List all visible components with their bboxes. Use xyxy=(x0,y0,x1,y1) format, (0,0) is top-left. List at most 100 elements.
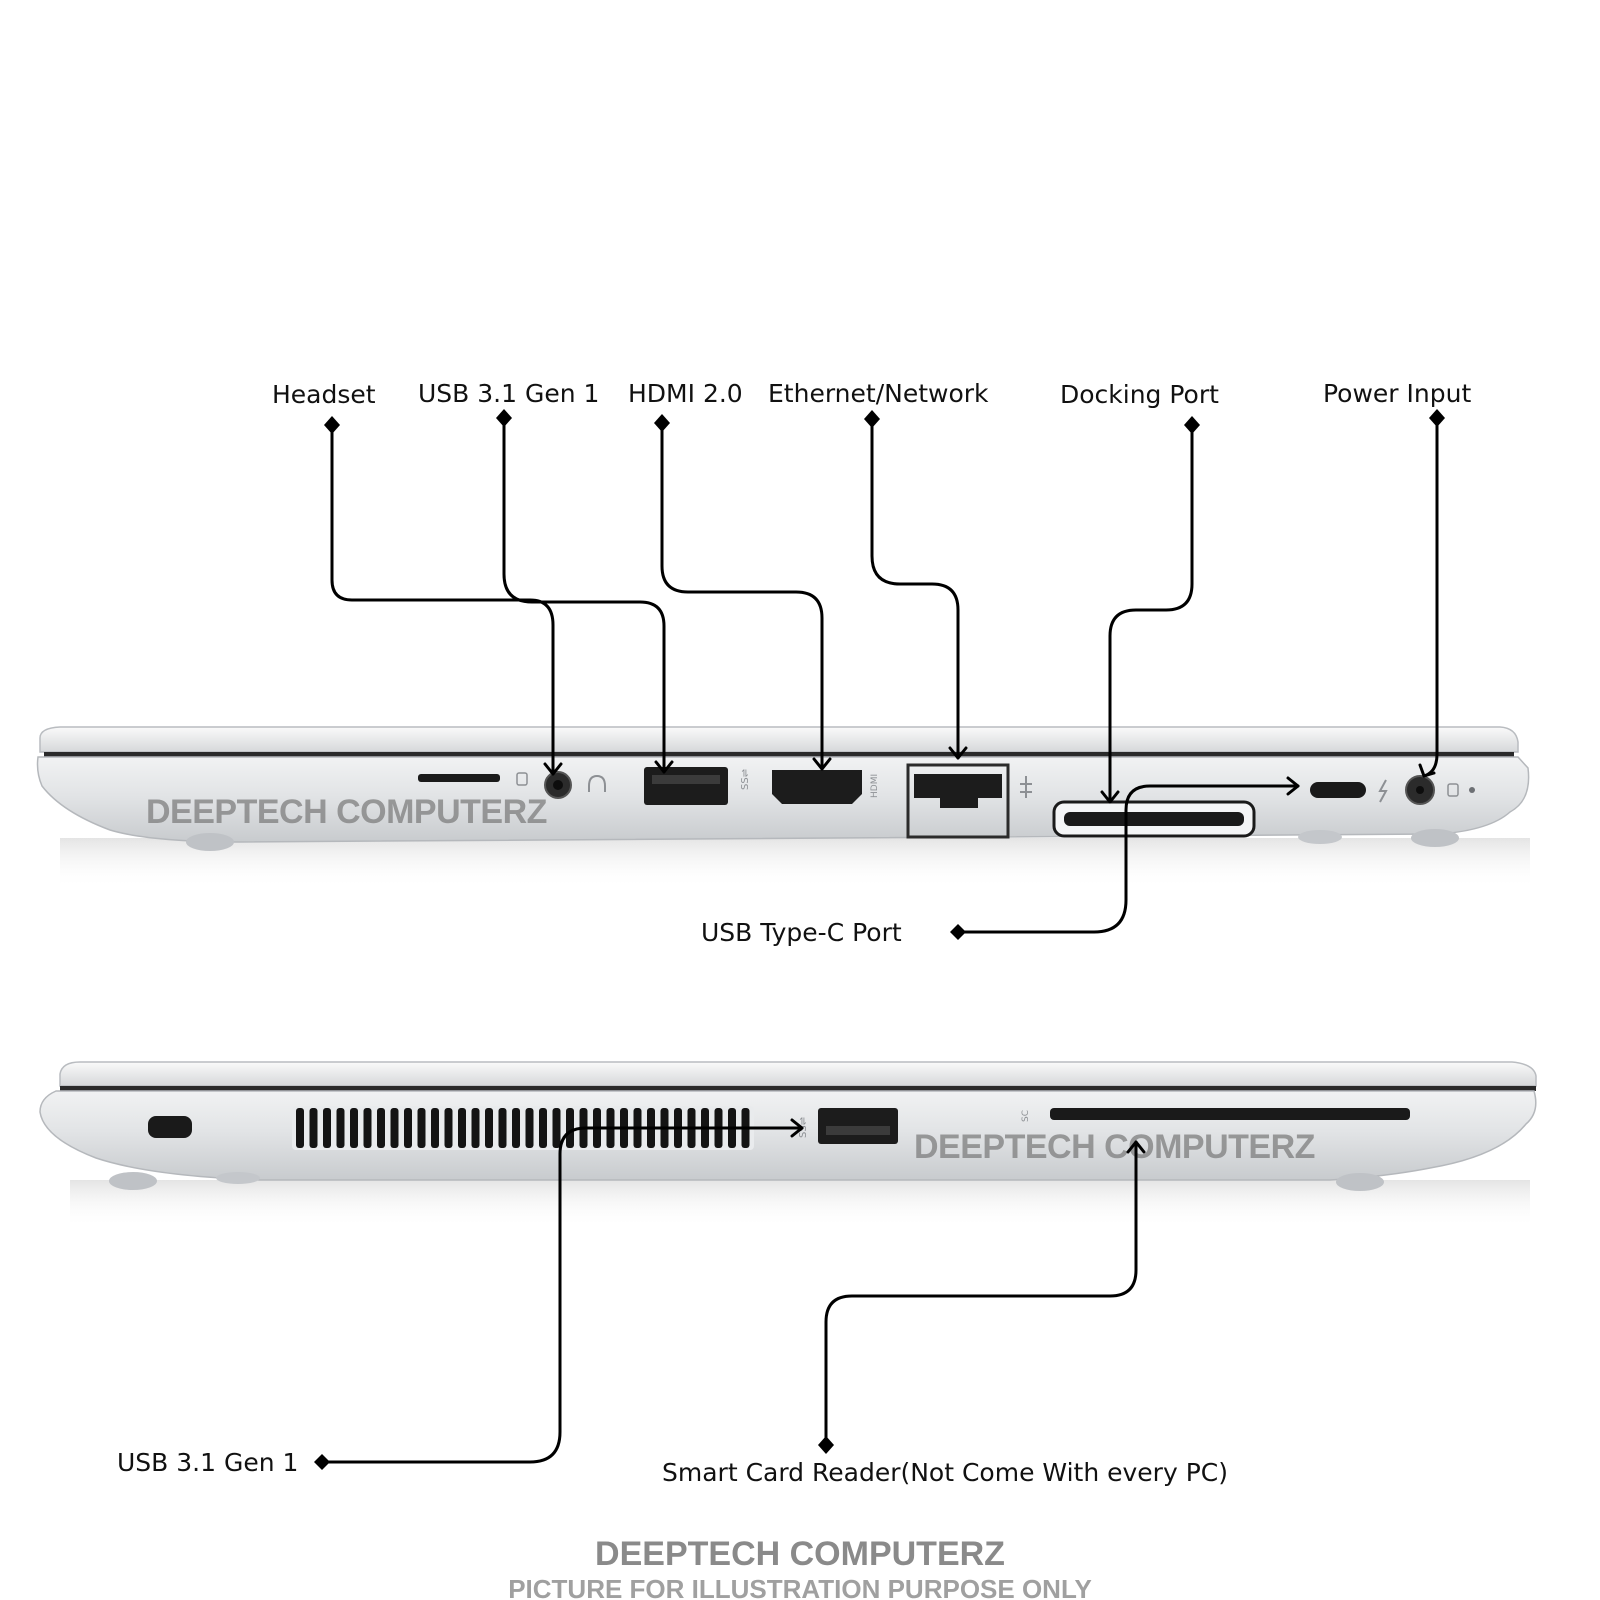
callout-labels: Headset USB 3.1 Gen 1 HDMI 2.0 Ethernet/… xyxy=(117,379,1471,1487)
leader-ethernet-arrowhead xyxy=(948,746,968,760)
label-hdmi: HDMI 2.0 xyxy=(628,379,743,408)
power-led xyxy=(1469,787,1475,793)
watermark-right: DEEPTECH COMPUTERZ xyxy=(146,793,547,831)
leader-headset-diamond xyxy=(324,416,340,434)
vent-grille xyxy=(292,1106,754,1150)
leader-usb-a-right-diamond xyxy=(496,409,512,427)
leader-smart-card-arrowhead xyxy=(1126,1140,1146,1154)
leader-usb-a-left-arrowhead xyxy=(790,1118,804,1138)
security-lock-slot xyxy=(148,1116,192,1138)
network-icon xyxy=(1020,776,1032,798)
leader-smart-card xyxy=(824,1140,1138,1447)
thunderbolt-icon xyxy=(1378,779,1388,803)
label-smart-card: Smart Card Reader(Not Come With every PC… xyxy=(662,1458,1228,1487)
vent-slat xyxy=(458,1108,466,1148)
vent-slat xyxy=(404,1108,412,1148)
vent-slat xyxy=(566,1108,574,1148)
usb-a-port-right-tongue xyxy=(652,775,720,784)
laptop-left-foot-right xyxy=(1336,1173,1384,1191)
vent-slat xyxy=(309,1108,318,1148)
laptop-right-lid xyxy=(39,726,1519,753)
leader-smart-card-diamond xyxy=(818,1436,834,1454)
laptop-left-shadow xyxy=(70,1180,1530,1228)
footer-disclaimer: PICTURE FOR ILLUSTRATION PURPOSE ONLY xyxy=(508,1574,1092,1600)
usb-ss-icon-right: SS⇌ xyxy=(740,769,751,790)
vent-slat xyxy=(444,1108,453,1148)
leader-ethernet-diamond xyxy=(864,410,880,428)
vent-slat xyxy=(512,1108,520,1148)
leader-power-arrowhead xyxy=(1418,763,1436,778)
power-icon xyxy=(1447,783,1459,797)
leader-headset-arrowhead xyxy=(543,762,563,776)
leader-hdmi xyxy=(660,421,824,771)
laptop-right-seam xyxy=(44,752,1514,757)
hdmi-port-logo: HDMI xyxy=(870,774,880,798)
laptop-left-lid xyxy=(59,1061,1537,1087)
leader-ethernet xyxy=(870,417,960,760)
laptop-right-shadow xyxy=(60,838,1530,888)
docking-port-slot xyxy=(1064,812,1244,826)
leader-usb-c-diamond xyxy=(950,924,966,940)
laptop-right-foot-left xyxy=(186,833,234,851)
laptop-left-foot-left xyxy=(109,1172,157,1190)
laptop-left-foot-mid xyxy=(216,1172,260,1184)
vent-slat xyxy=(390,1108,399,1148)
vent-slat xyxy=(377,1108,385,1148)
leader-usb-c-arrowhead xyxy=(1286,776,1300,796)
leader-usb-a-right-arrowhead xyxy=(654,760,674,774)
leader-hdmi-arrowhead xyxy=(812,757,832,771)
headset-port-inner xyxy=(553,780,563,790)
leader-power-diamond xyxy=(1429,409,1445,427)
ethernet-port xyxy=(914,774,1002,808)
usb-c-port xyxy=(1310,782,1366,798)
smart-card-icon: SC xyxy=(1021,1110,1031,1122)
vent-slat xyxy=(498,1108,507,1148)
vent-slat xyxy=(471,1108,480,1148)
vent-slat xyxy=(525,1108,534,1148)
laptop-right-side: SS⇌ HDMI DEEPTECH COMPUTERZ xyxy=(36,726,1530,888)
label-headset: Headset xyxy=(272,380,376,409)
vent-slat xyxy=(363,1108,372,1148)
sim-icon xyxy=(516,772,528,786)
label-usb-c: USB Type-C Port xyxy=(701,918,902,947)
label-usb-a-right: USB 3.1 Gen 1 xyxy=(418,379,599,408)
leader-headset xyxy=(330,423,555,776)
label-ethernet: Ethernet/Network xyxy=(768,379,989,408)
usb-a-port-right xyxy=(644,767,728,805)
smart-card-slot xyxy=(1050,1108,1410,1120)
vent-slat xyxy=(336,1108,345,1148)
usb-a-port-left-tongue xyxy=(826,1126,890,1135)
leader-usb-a-left-diamond xyxy=(314,1454,330,1470)
laptop-right-foot-right xyxy=(1411,829,1459,847)
vent-slat xyxy=(485,1108,493,1148)
leader-docking xyxy=(1108,423,1194,804)
leader-usb-a-left xyxy=(320,1126,804,1464)
headphones-icon xyxy=(588,774,606,792)
vent-slat xyxy=(417,1108,426,1148)
footer: DEEPTECH COMPUTERZ PICTURE FOR ILLUSTRAT… xyxy=(508,1535,1092,1600)
label-docking: Docking Port xyxy=(1060,380,1219,409)
laptop-right-foot-mid xyxy=(1298,830,1342,844)
vent-slat xyxy=(539,1108,547,1148)
footer-brand: DEEPTECH COMPUTERZ xyxy=(595,1535,1005,1573)
laptop-left-side: SS⇌ SC DEEPTECH COMPUTERZ xyxy=(39,1061,1537,1228)
vent-slat xyxy=(296,1108,304,1148)
label-usb-a-left: USB 3.1 Gen 1 xyxy=(117,1448,298,1477)
leader-power xyxy=(1422,416,1439,778)
hdmi-port xyxy=(772,770,862,804)
leader-lines xyxy=(314,409,1445,1470)
vent-slat xyxy=(552,1108,561,1148)
leader-hdmi-diamond xyxy=(654,414,670,432)
usb-ss-icon-left: SS⇌ xyxy=(798,1117,809,1138)
leader-usb-c xyxy=(956,784,1300,934)
vent-slat xyxy=(431,1108,439,1148)
ethernet-port-frame xyxy=(906,763,1010,839)
watermark-left: DEEPTECH COMPUTERZ xyxy=(914,1128,1315,1166)
vent-slat xyxy=(323,1108,331,1148)
power-input-port-pin xyxy=(1416,786,1424,794)
leader-usb-a-right xyxy=(502,416,666,774)
leader-docking-arrowhead xyxy=(1100,790,1120,804)
leader-docking-diamond xyxy=(1184,416,1200,434)
laptop-left-seam xyxy=(60,1086,1536,1091)
